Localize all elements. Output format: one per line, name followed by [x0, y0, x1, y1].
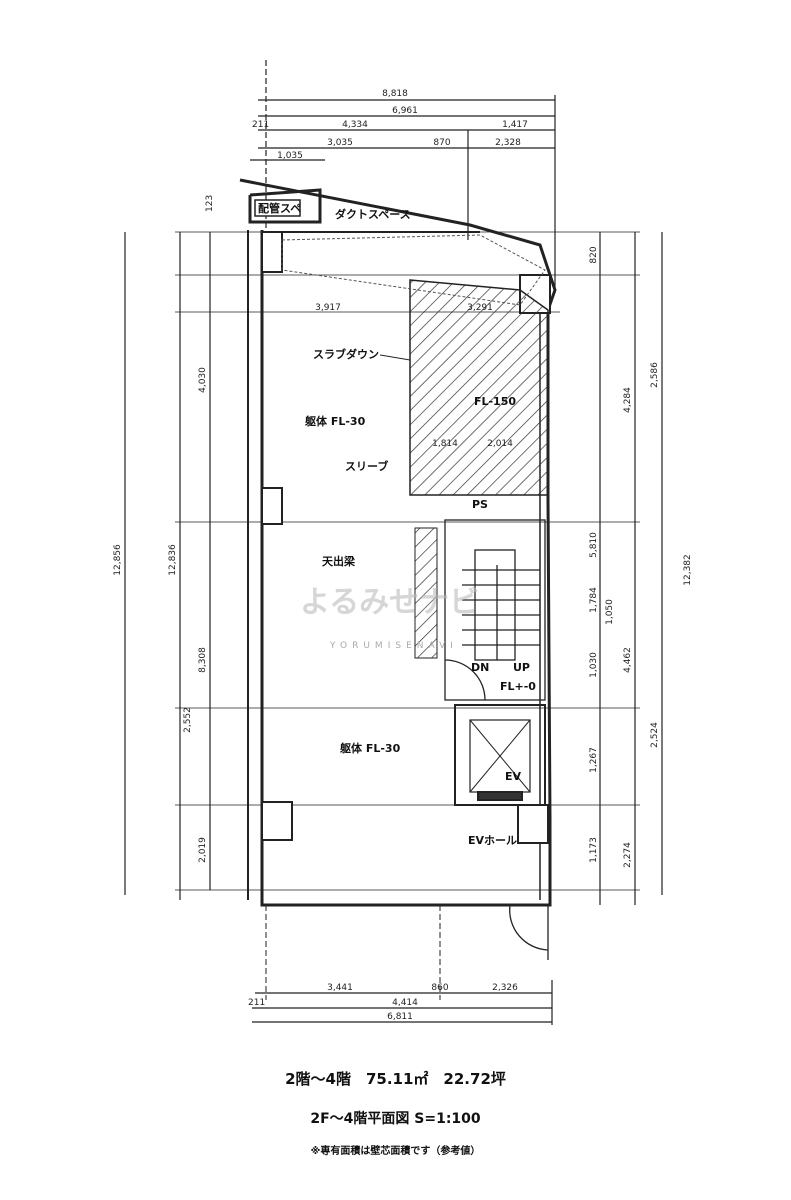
dim-top-4: 1,417 — [502, 120, 528, 130]
bottom-dimension-lines — [252, 980, 553, 1025]
dim-right-1: 2,586 — [650, 362, 660, 388]
label-duct-space: ダクトスペース — [335, 207, 411, 221]
label-office-lower: 躯体 FL-30 — [339, 741, 401, 755]
dim-bottom-3: 2,326 — [492, 983, 518, 993]
top-dimension-lines — [250, 60, 556, 290]
grid-lines — [175, 231, 640, 891]
label-stair-up: UP — [513, 661, 530, 674]
elevator-shaft — [454, 704, 546, 806]
dim-right-10: 1,267 — [589, 747, 599, 773]
label-sleeve: スリーブ — [345, 459, 388, 473]
label-stair-down: DN — [471, 661, 489, 674]
dim-right-9: 2,524 — [650, 722, 660, 748]
dim-top-10: 123 — [205, 195, 215, 212]
dim-right-12: 2,274 — [623, 842, 633, 868]
dim-top-total: 8,818 — [382, 89, 408, 99]
label-pipe-space: 配管スペ — [258, 201, 301, 215]
dim-right-4: 5,810 — [589, 532, 599, 558]
dim-bottom-1: 3,441 — [327, 983, 353, 993]
duct-slope — [281, 234, 546, 306]
dim-bottom-6: 211 — [248, 998, 265, 1008]
dim-top-7: 2,328 — [495, 138, 521, 148]
dim-right-11: 1,173 — [589, 837, 599, 863]
entry-door — [509, 904, 549, 960]
pipe-space-box — [254, 199, 301, 217]
dim-left-1: 12,856 — [113, 544, 123, 576]
dim-inner-2: 3,291 — [467, 303, 493, 313]
dim-left-6: 2,019 — [198, 837, 208, 863]
staircase — [444, 519, 546, 701]
label-office-middle: 天出梁 — [322, 554, 356, 568]
dim-right-13: 820 — [589, 246, 599, 263]
pipe-shaft — [414, 527, 438, 659]
plan-title: 2F～4階平面図 S=1:100 — [310, 1111, 481, 1127]
dim-left-4: 2,552 — [183, 707, 193, 733]
dim-right-5: 1,784 — [589, 587, 599, 613]
area-caption: 2階～4階 75.11㎡ 22.72坪 — [285, 1070, 506, 1088]
label-ps: PS — [472, 498, 488, 511]
dim-inner-4: 1,814 — [432, 439, 458, 449]
dim-top-9: 211 — [252, 120, 269, 130]
dim-top-5: 3,035 — [327, 138, 353, 148]
dim-left-2: 12,836 — [168, 544, 178, 576]
watermark-logo: よるみせナビ — [300, 585, 479, 620]
plan-note: ※専有面積は壁芯面積です（参考値） — [310, 1146, 481, 1157]
dim-top-3: 4,334 — [342, 120, 368, 130]
dim-right-6: 1,050 — [605, 599, 615, 625]
dim-bottom-5: 6,811 — [387, 1012, 413, 1022]
dim-right-8: 4,462 — [623, 647, 633, 673]
dim-left-3: 4,030 — [198, 367, 208, 393]
label-stair-level: FL+-0 — [500, 680, 536, 693]
label-slab-down: スラブダウン — [313, 347, 379, 361]
dim-top-6: 870 — [433, 138, 450, 148]
dim-inner-1: 3,917 — [315, 303, 341, 313]
floor-plan: 8,818 6,961 4,334 1,417 3,035 870 2,328 … — [113, 60, 693, 1025]
dim-right-3: 12,382 — [683, 554, 693, 586]
right-dimension-lines — [599, 232, 663, 905]
label-ev-hall: EVホール — [468, 834, 517, 847]
dim-left-5: 8,308 — [198, 647, 208, 673]
label-elevator: EV — [505, 770, 522, 783]
dim-top-2: 6,961 — [392, 106, 418, 116]
dim-right-7: 1,030 — [589, 652, 599, 678]
dim-right-2: 4,284 — [623, 387, 633, 413]
label-hatched-area: FL-150 — [474, 395, 516, 408]
dim-top-8: 1,035 — [277, 151, 303, 161]
slab-down-area — [409, 279, 549, 496]
dim-bottom-4: 4,414 — [392, 998, 418, 1008]
watermark-sub: YORUMISENAVI — [329, 641, 458, 651]
left-dimension-lines — [124, 232, 211, 900]
label-office-upper: 躯体 FL-30 — [304, 414, 366, 428]
dim-bottom-2: 860 — [431, 983, 448, 993]
dim-inner-3: 2,014 — [487, 439, 513, 449]
